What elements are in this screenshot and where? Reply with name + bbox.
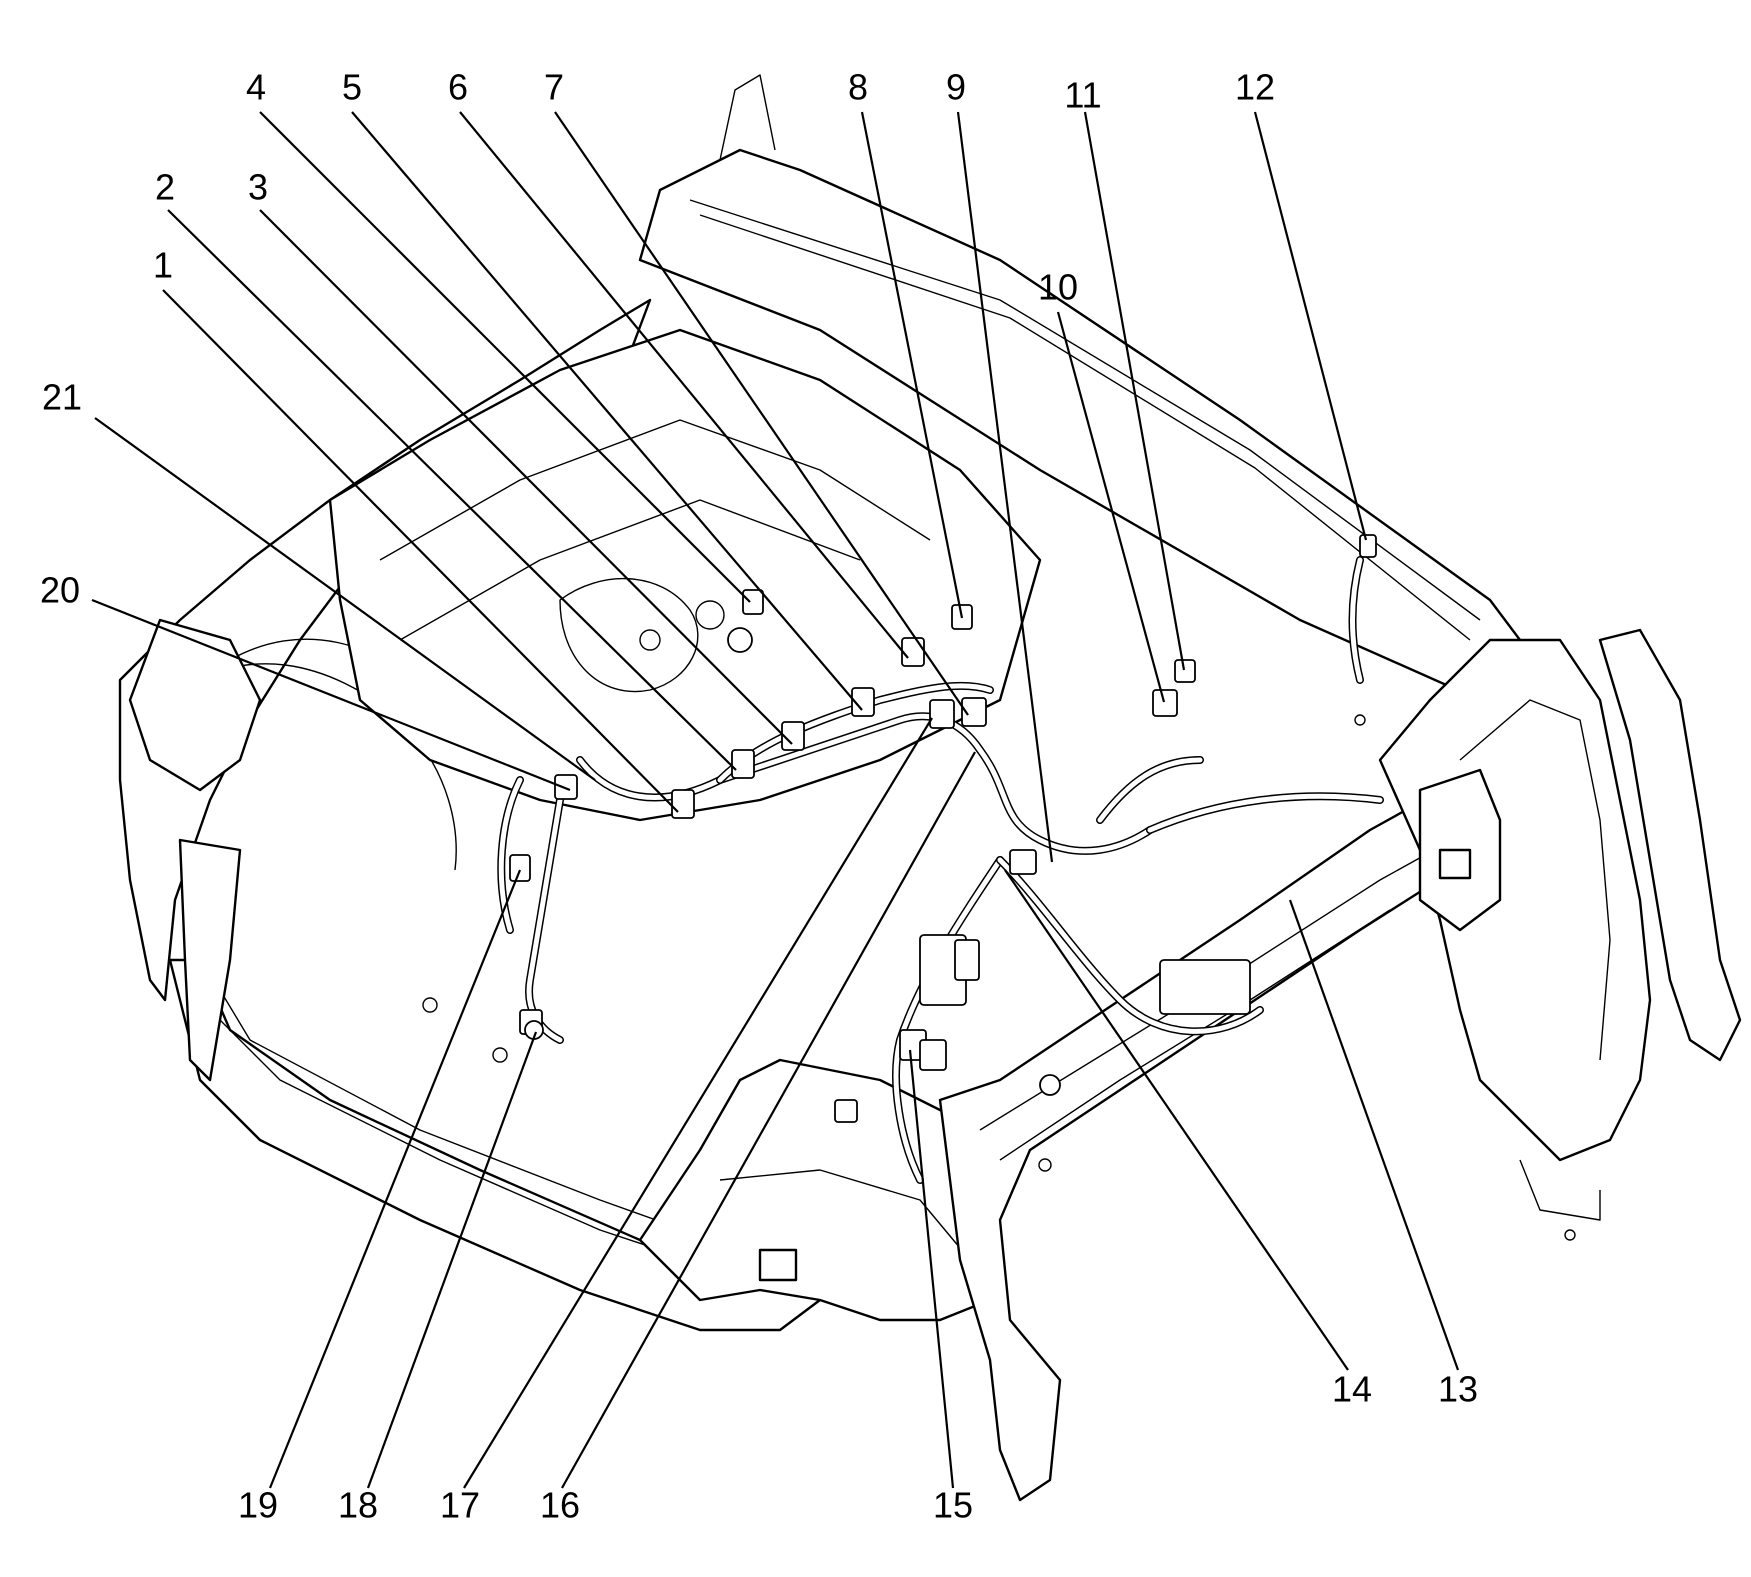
- leader-line-11: [1083, 111, 1186, 671]
- leader-line-2: [167, 209, 737, 771]
- leader-line-21: [94, 417, 596, 781]
- callout-labels: 1 2 3 4 5 6 7 8 9 10 11 12 13 14 15 16 1…: [40, 67, 1478, 1526]
- leader-line-17: [463, 717, 933, 1489]
- leader-line-8: [860, 111, 964, 619]
- callout-15: 15: [933, 1485, 973, 1526]
- callout-6: 6: [448, 67, 468, 108]
- leader-line-16: [561, 751, 976, 1489]
- callout-20: 20: [40, 570, 80, 611]
- leader-line-15: [908, 1049, 955, 1489]
- leader-line-19: [268, 869, 522, 1489]
- callout-14: 14: [1332, 1369, 1372, 1410]
- callout-7: 7: [544, 67, 564, 108]
- leader-line-10: [1056, 311, 1166, 703]
- leader-line-6: [459, 111, 909, 659]
- leader-line-14: [1004, 869, 1349, 1371]
- leader-line-9: [956, 111, 1054, 863]
- callout-16: 16: [540, 1485, 580, 1526]
- callout-2: 2: [155, 167, 175, 208]
- callout-5: 5: [342, 67, 362, 108]
- callout-19: 19: [238, 1485, 278, 1526]
- callout-9: 9: [946, 67, 966, 108]
- callout-21: 21: [42, 377, 82, 418]
- leader-line-12: [1253, 111, 1368, 541]
- callout-8: 8: [848, 67, 868, 108]
- leader-line-7: [554, 111, 969, 716]
- leader-line-13: [1288, 899, 1460, 1371]
- callout-18: 18: [338, 1485, 378, 1526]
- leader-line-20: [91, 598, 571, 792]
- callout-4: 4: [246, 67, 266, 108]
- leader-line-3: [259, 209, 793, 745]
- leader-line-18: [366, 1031, 538, 1489]
- callout-12: 12: [1235, 67, 1275, 108]
- callout-3: 3: [248, 167, 268, 208]
- callout-1: 1: [153, 245, 173, 286]
- leader-line-5: [351, 111, 863, 711]
- callout-13: 13: [1438, 1369, 1478, 1410]
- leader-lines: [91, 111, 1460, 1489]
- callout-17: 17: [440, 1485, 480, 1526]
- callout-10: 10: [1038, 267, 1078, 308]
- vehicle-front-structure: [118, 74, 1742, 1502]
- leader-line-1: [162, 289, 679, 813]
- leader-line-4: [259, 111, 751, 603]
- callout-11: 11: [1064, 75, 1101, 116]
